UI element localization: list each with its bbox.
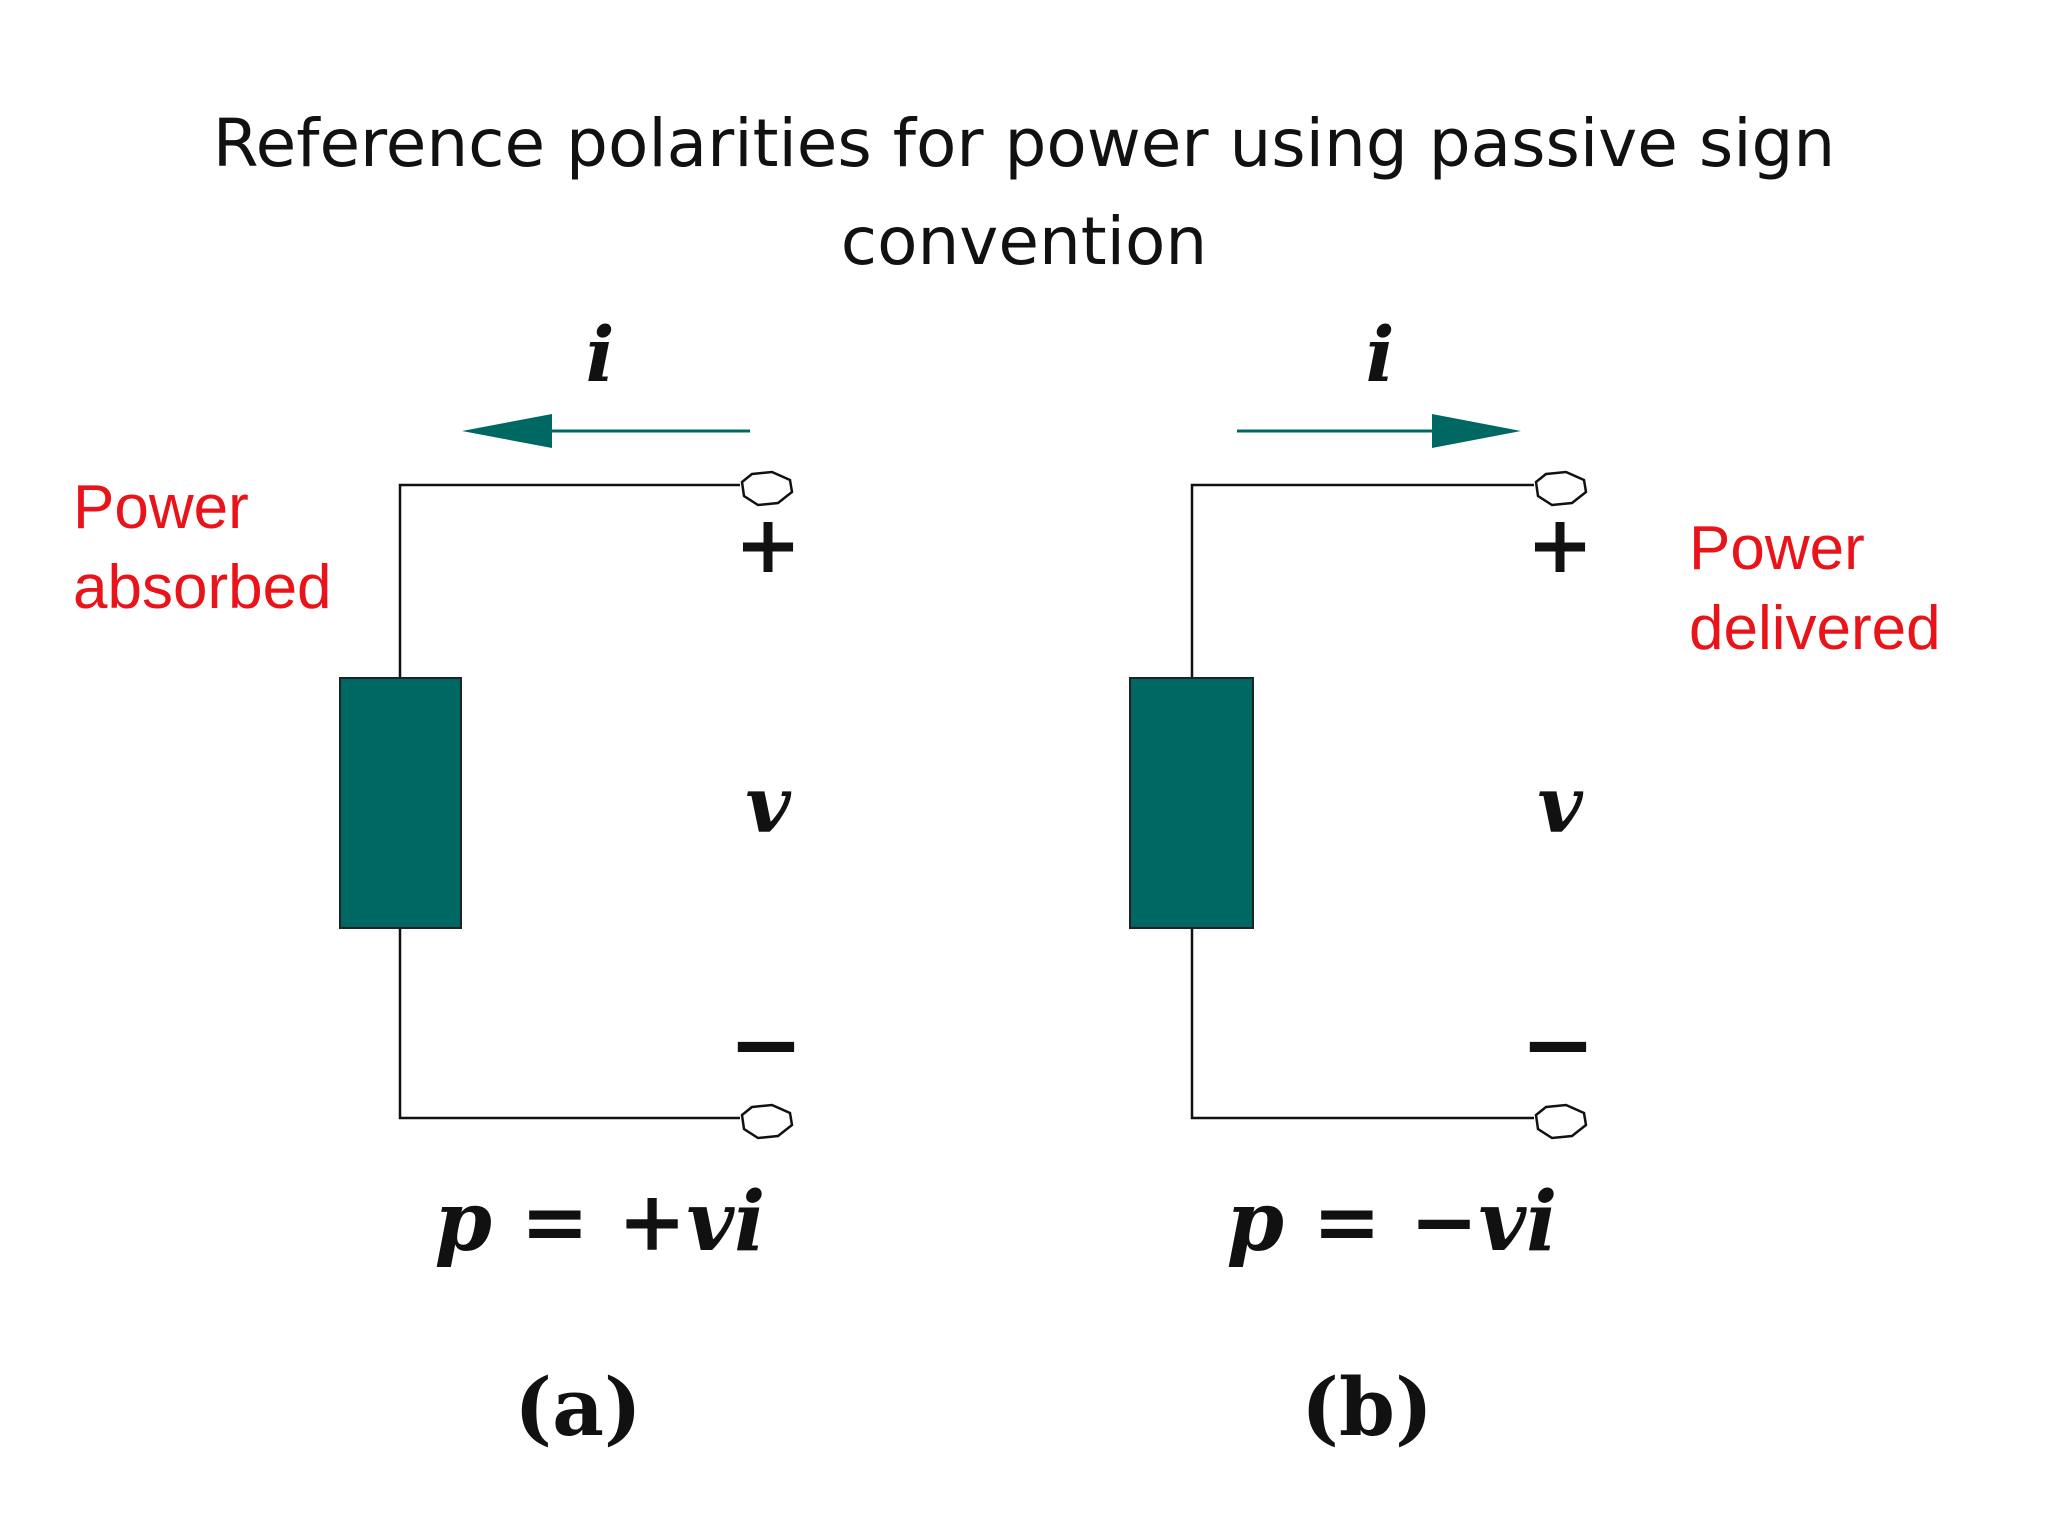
circuit-b-caption: (b) <box>1301 1360 1433 1454</box>
circuit-b-current-arrow-icon <box>1237 414 1521 448</box>
circuit-a-voltage-label: v <box>745 760 792 851</box>
circuit-b-plus-sign: + <box>1526 497 1593 591</box>
circuit-b-minus-sign: − <box>1520 991 1595 1097</box>
power-delivered-line-1: Power <box>1689 514 1865 583</box>
circuit-a-terminal-top-icon <box>740 470 794 507</box>
power-absorbed-label: Power absorbed <box>73 468 332 628</box>
circuit-a-equation: p = +vi <box>435 1174 766 1270</box>
circuit-b-wires <box>1190 483 1534 1120</box>
circuit-a-minus-sign: − <box>728 991 803 1097</box>
circuit-a-wires <box>398 483 740 1120</box>
power-delivered-label: Power delivered <box>1689 509 1941 669</box>
circuit-b-terminal-bottom-icon <box>1534 1103 1588 1140</box>
circuit-b-current-label: i <box>1366 310 1395 399</box>
circuit-b: i + v − p = −vi (b) <box>1129 310 1596 1454</box>
circuit-b-terminal-top-icon <box>1534 470 1588 507</box>
circuit-b-equation: p = −vi <box>1227 1174 1558 1270</box>
circuit-b-voltage-label: v <box>1537 760 1584 851</box>
circuit-a-current-arrow-icon <box>462 414 750 448</box>
power-absorbed-line-2: absorbed <box>73 553 332 622</box>
title-line-1: Reference polarities for power using pas… <box>212 105 1836 182</box>
power-delivered-line-2: delivered <box>1689 594 1941 663</box>
circuit-a-plus-sign: + <box>734 497 801 591</box>
circuit-b-element <box>1129 677 1254 929</box>
circuit-a-current-label: i <box>586 310 615 399</box>
circuit-a-terminal-bottom-icon <box>740 1103 794 1140</box>
page-title: Reference polarities for power using pas… <box>0 95 2048 291</box>
circuit-a: i + v − p = +vi (a) <box>339 310 804 1454</box>
power-absorbed-line-1: Power <box>73 473 249 542</box>
title-line-2: convention <box>840 203 1208 280</box>
circuit-a-element <box>339 677 462 929</box>
circuit-a-caption: (a) <box>514 1360 642 1454</box>
